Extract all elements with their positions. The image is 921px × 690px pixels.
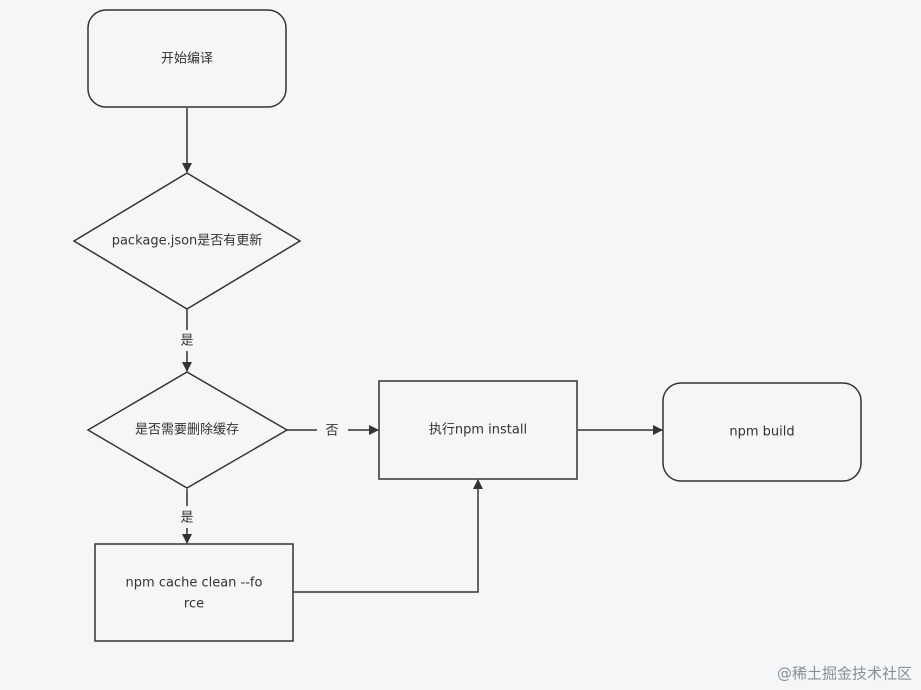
edge-label-cache-yes: 是 [180, 511, 193, 526]
node-npm-install[interactable]: 执行npm install [378, 380, 578, 480]
node-start[interactable]: 开始编译 [87, 9, 287, 108]
node-check-package-label: package.json是否有更新 [112, 233, 263, 249]
node-npm-install-label: 执行npm install [429, 423, 527, 438]
edge-clean-to-install [293, 479, 483, 593]
node-cache-clean[interactable]: npm cache clean --fo rce [94, 543, 294, 642]
node-npm-build-label: npm build [729, 425, 794, 440]
edge-label-package-yes: 是 [180, 334, 193, 349]
node-check-package[interactable]: package.json是否有更新 [72, 172, 302, 310]
watermark: @稀土掘金技术社区 [777, 665, 912, 683]
node-npm-build[interactable]: npm build [662, 382, 862, 482]
node-cache-clean-label-line2: rce [184, 597, 204, 612]
node-cache-clean-label-line1: npm cache clean --fo [126, 576, 263, 591]
edge-label-cache-no: 否 [325, 424, 338, 439]
node-check-cache[interactable]: 是否需要删除缓存 [86, 371, 289, 489]
node-check-cache-label: 是否需要删除缓存 [135, 423, 239, 438]
node-start-label: 开始编译 [161, 52, 213, 67]
